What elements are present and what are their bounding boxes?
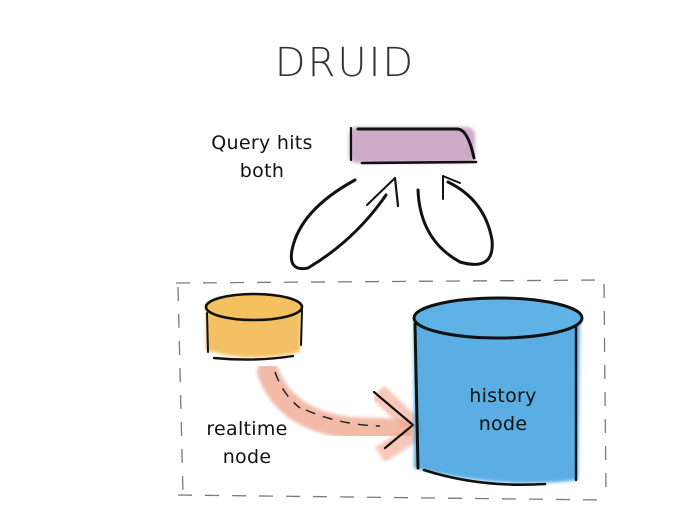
broker-fill (349, 127, 475, 163)
realtime-node-label: realtime node (206, 418, 288, 468)
history-fill (414, 318, 580, 484)
broker-node[interactable] (349, 126, 478, 165)
cluster-boundary (175, 279, 607, 501)
history-node-label: history node (469, 385, 537, 435)
history-node[interactable] (412, 296, 584, 487)
query-label: Query hits both (211, 132, 313, 182)
diagram-title: DRUID (274, 40, 416, 86)
query-arrow-left (289, 176, 400, 271)
query-arrow-right (416, 175, 494, 266)
realtime-node[interactable] (204, 292, 304, 361)
